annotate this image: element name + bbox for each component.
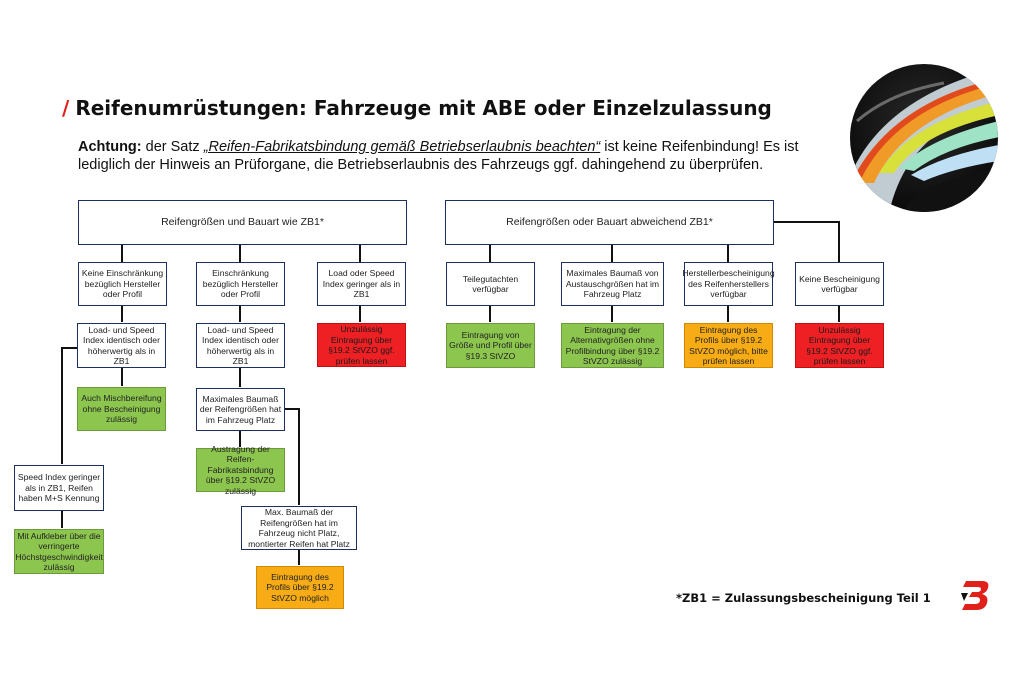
profile-entry-text: Eintragung des Profils über §19.2 StVZO … [266, 571, 334, 603]
max-not-fit-box: Max. Baumaß der Reifengrößen hat im Fahr… [241, 506, 357, 550]
profile-check-text: Eintragung des Profils über §19.2 StVZO … [689, 324, 768, 367]
size-profile-entry-box: Eintragung von Größe und Profil über §19… [446, 323, 535, 368]
mixed-tyres-box: Auch Mischbereifung ohne Bescheinigung z… [77, 387, 166, 431]
austausch-text: Maximales Baumaß von Austauschgrößen hat… [565, 268, 660, 300]
note-bold: Achtung: [78, 139, 142, 155]
lower-index-box: Load oder Speed Index geringer als in ZB… [317, 262, 406, 306]
hersteller-text: Herstellerbescheinigung des Reifenherste… [682, 268, 775, 300]
index-equal-text-b: Load- und Speed Index identisch oder höh… [202, 324, 279, 367]
sticker-box: Mit Aufkleber über die verringerte Höchs… [14, 529, 104, 574]
right-root-text: Reifengrößen oder Bauart abweichend ZB1* [506, 216, 713, 229]
right-root-box: Reifengrößen oder Bauart abweichend ZB1* [445, 200, 774, 245]
restriction-text: Einschränkung bezüglich Hersteller oder … [202, 268, 279, 300]
lower-index-text: Load oder Speed Index geringer als in ZB… [322, 268, 401, 300]
austausch-box: Maximales Baumaß von Austauschgrößen hat… [561, 262, 664, 306]
index-equal-box-a: Load- und Speed Index identisch oder höh… [77, 323, 166, 368]
note-quote: „Reifen-Fabrikatsbindung gemäß Betriebse… [203, 139, 601, 155]
attention-note: Achtung: der Satz „Reifen-Fabrikatsbindu… [78, 138, 838, 174]
left-root-text: Reifengrößen und Bauart wie ZB1* [161, 216, 324, 229]
unzulaessig-box-right: Unzulässig Eintragung über §19.2 StVZO g… [795, 323, 884, 368]
unzulaessig-text-left: Unzulässig Eintragung über §19.2 StVZO g… [328, 324, 395, 366]
speed-index-box: Speed Index geringer als in ZB1, Reifen … [14, 465, 104, 511]
austragung-text: Austragung der Reifen-Fabrikatsbindung ü… [205, 443, 276, 496]
unzulaessig-box-left: Unzulässig Eintragung über §19.2 StVZO g… [317, 323, 406, 367]
left-root-box: Reifengrößen und Bauart wie ZB1* [78, 200, 407, 245]
austragung-box: Austragung der Reifen-Fabrikatsbindung ü… [196, 444, 285, 496]
hersteller-box: Herstellerbescheinigung des Reifenherste… [682, 262, 775, 306]
tire-image [850, 64, 998, 212]
max-not-fit-text: Max. Baumaß der Reifengrößen hat im Fahr… [248, 507, 350, 549]
unzulaessig-text-right: Unzulässig Eintragung über §19.2 StVZO g… [806, 324, 873, 367]
alt-sizes-text: Eintragung der Alternativgrößen ohne Pro… [565, 324, 660, 367]
title-slash: / [62, 96, 70, 120]
index-equal-text-a: Load- und Speed Index identisch oder höh… [83, 324, 160, 367]
no-certificate-box: Keine Bescheinigung verfügbar [795, 262, 884, 306]
mixed-tyres-text: Auch Mischbereifung ohne Bescheinigung z… [81, 393, 162, 425]
no-restriction-box: Keine Einschränkung bezüglich Hersteller… [78, 262, 167, 306]
alt-sizes-box: Eintragung der Alternativgrößen ohne Pro… [561, 323, 664, 368]
bridgestone-logo [961, 581, 989, 610]
footnote: *ZB1 = Zulassungsbescheinigung Teil 1 [676, 591, 931, 605]
teilegutachten-text: Teilegutachten verfügbar [462, 273, 519, 295]
max-size-fits-text: Maximales Baumaß der Reifengrößen hat im… [199, 393, 282, 425]
note-post: ist keine Reifenbindung! Es ist lediglic… [78, 139, 799, 173]
page-title: /Reifenumrüstungen: Fahrzeuge mit ABE od… [62, 96, 772, 120]
note-pre: der Satz [141, 139, 204, 155]
profile-check-box: Eintragung des Profils über §19.2 StVZO … [684, 323, 773, 368]
teilegutachten-box: Teilegutachten verfügbar [446, 262, 535, 306]
index-equal-box-b: Load- und Speed Index identisch oder höh… [196, 323, 285, 368]
restriction-box: Einschränkung bezüglich Hersteller oder … [196, 262, 285, 306]
max-size-fits-box: Maximales Baumaß der Reifengrößen hat im… [196, 388, 285, 431]
title-text: Reifenumrüstungen: Fahrzeuge mit ABE ode… [75, 96, 772, 120]
size-profile-entry-text: Eintragung von Größe und Profil über §19… [449, 329, 532, 361]
profile-entry-box: Eintragung des Profils über §19.2 StVZO … [256, 566, 344, 609]
sticker-text: Mit Aufkleber über die verringerte Höchs… [15, 530, 103, 573]
no-certificate-text: Keine Bescheinigung verfügbar [799, 273, 880, 295]
no-restriction-text: Keine Einschränkung bezüglich Hersteller… [81, 268, 164, 300]
speed-index-text: Speed Index geringer als in ZB1, Reifen … [17, 472, 101, 504]
